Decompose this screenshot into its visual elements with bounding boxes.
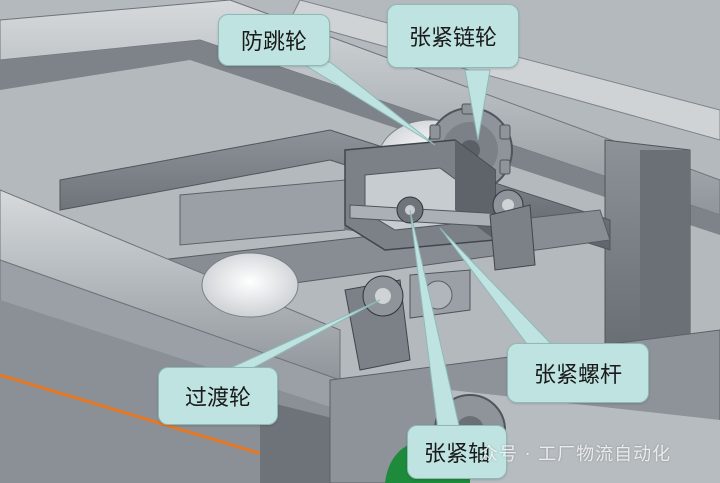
- tension-housing: [344, 139, 496, 251]
- lower-rail-assembly: [0, 189, 341, 483]
- label-tension-sprocket: 张紧链轮: [387, 4, 519, 68]
- tension-screw-rod: [349, 189, 536, 271]
- lower-disk: [201, 252, 299, 318]
- orange-belt-edge: [0, 373, 266, 457]
- callout-pointers: [214, 61, 557, 431]
- label-transition-wheel: 过渡轮: [158, 367, 278, 425]
- sprocket-pointer: [464, 69, 491, 141]
- watermark: 众号 · 工厂物流自动化: [480, 444, 672, 465]
- label-tension-screw: 张紧螺杆: [507, 343, 649, 403]
- label-anti-jump-wheel: 防跳轮: [218, 14, 330, 66]
- label-tension-shaft: 张紧轴: [407, 425, 507, 479]
